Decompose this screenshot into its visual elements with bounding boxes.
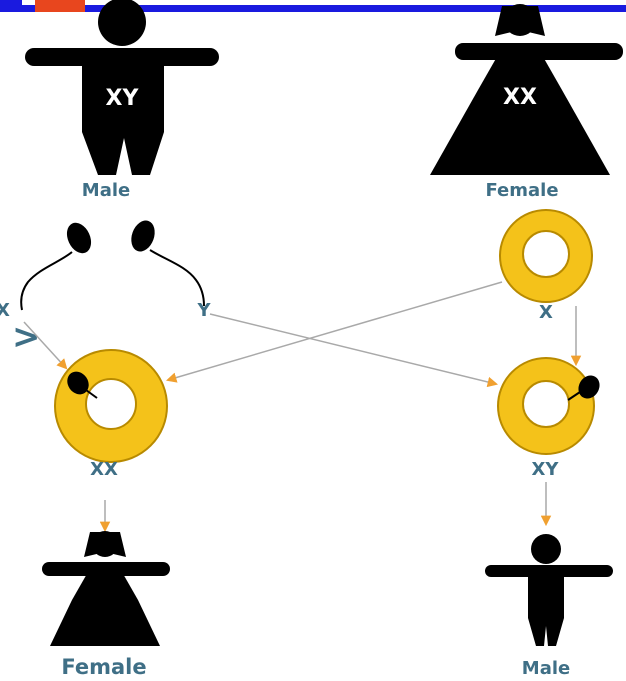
offspring-female-label: Female	[61, 655, 146, 679]
development-arrows	[99, 482, 552, 533]
zygote-xy	[497, 357, 600, 455]
offspring-female-figure	[42, 531, 170, 646]
top-header-bar	[0, 0, 626, 14]
female-parent-label: Female	[485, 180, 558, 201]
sperm-y-label: Y	[196, 300, 211, 321]
sperm-y	[131, 220, 205, 307]
male-parent-label: Male	[82, 180, 130, 201]
cross-arrows	[23, 281, 582, 388]
sperm-x-label: X	[0, 300, 10, 321]
female-parent-figure: XX	[430, 4, 623, 175]
egg-cell	[499, 209, 593, 303]
zygote-xx	[54, 349, 168, 463]
offspring-male-label: Male	[522, 658, 570, 679]
female-parent-chromosomes: XX	[503, 85, 537, 110]
zygote-xx-label: XX	[90, 459, 118, 480]
male-parent-chromosomes: XY	[106, 86, 140, 111]
offspring-male-figure	[485, 534, 613, 646]
zygote-xy-label: XY	[532, 459, 560, 480]
sperm-x	[20, 222, 92, 311]
egg-label: X	[539, 302, 553, 323]
male-parent-figure: XY	[25, 0, 219, 175]
edge-chevron-glyph: >	[12, 317, 41, 357]
